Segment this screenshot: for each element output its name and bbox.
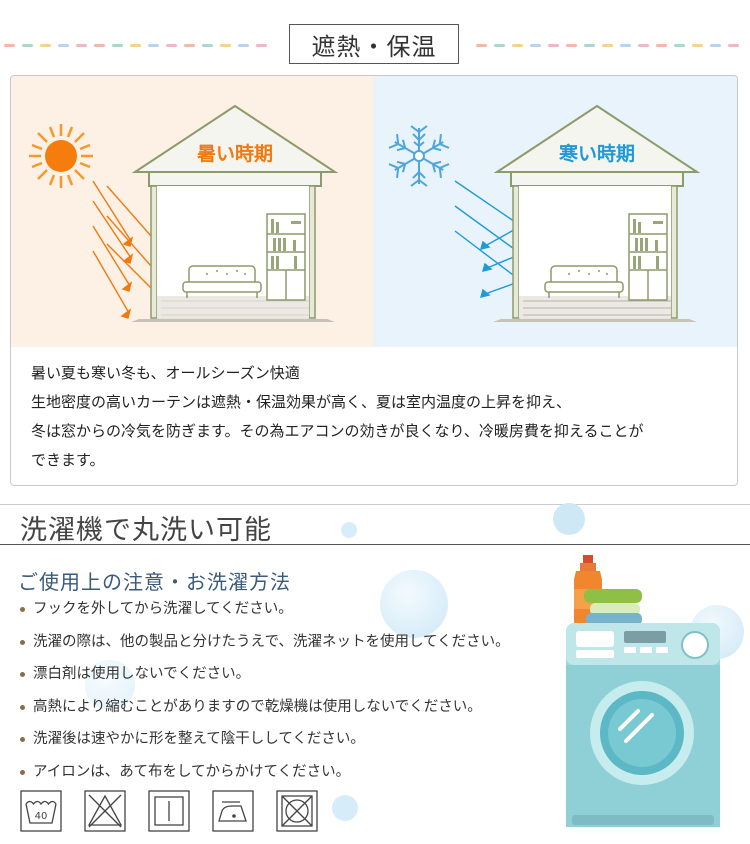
summer-panel: 暑い時期 [11,76,373,347]
washable-title: 洗濯機で丸洗い可能 [20,515,272,546]
snowflake-icon [388,125,450,187]
section-title: 遮熱・保温 [311,32,437,61]
bubble-decoration [380,570,448,638]
cold-arrows [454,180,522,298]
bullet-icon [20,704,25,710]
section-divider-top [0,504,750,505]
description-line: 冬は窓からの冷気を防ぎます。その為エアコンの効きが良くなり、冷暖房費を抑えること… [31,422,644,440]
no-bleach-icon [84,790,126,832]
winter-label: 寒い時期 [559,142,635,165]
svg-text:40: 40 [35,811,48,822]
description-line: 生地密度の高いカーテンは遮熱・保温効果が高く、夏は室内温度の上昇を抑え、 [31,393,572,411]
washing-machine-illustration [566,555,720,827]
bullet-icon [20,769,25,775]
care-instructions-list: フックを外してから洗濯してください。 洗濯の際は、他の製品と分けたうえで、洗濯ネ… [20,597,510,792]
section-title-box: 遮熱・保温 [289,24,459,64]
list-item: 洗濯後は速やかに形を整えて陰干ししてください。 [20,727,510,760]
bullet-icon [20,672,25,677]
summer-label: 暑い時期 [197,143,273,165]
heat-arrows [92,180,152,319]
section-divider [0,544,750,545]
bubble-decoration [553,503,585,535]
bubble-decoration [85,660,135,710]
list-item: 高熱により縮むことがありますので乾燥機は使用しないでください。 [20,695,510,728]
bullet-icon [20,639,25,645]
bubble-decoration [341,522,357,538]
winter-panel: 寒い時期 [373,76,737,347]
bullet-icon [20,737,25,742]
care-symbols: 40 [20,790,318,832]
no-tumble-dry-icon [276,790,318,832]
line-dry-shade-icon [148,790,190,832]
wash-40-icon: 40 [20,790,62,832]
description-line: できます。 [31,451,105,469]
iron-low-icon [212,790,254,832]
summer-house-illustration: 暑い時期 [29,104,339,322]
winter-house-illustration: 寒い時期 [388,104,701,322]
description-line: 暑い夏も寒い冬も、オールシーズン快適 [31,364,300,382]
decorative-dash-line [4,44,739,47]
card-description: 暑い夏も寒い冬も、オールシーズン快適 生地密度の高いカーテンは遮熱・保温効果が高… [31,359,643,475]
list-item: 洗濯の際は、他の製品と分けたうえで、洗濯ネットを使用してください。 [20,630,510,663]
bullet-icon [20,607,25,612]
list-item: アイロンは、あて布をしてからかけてください。 [20,760,510,793]
care-subtitle: ご使用上の注意・お洗濯方法 [18,570,291,594]
list-item: フックを外してから洗濯してください。 [20,597,510,630]
list-item: 漂白剤は使用しないでください。 [20,662,510,695]
sun-icon [29,124,93,188]
thermal-card: 暑い時期 [10,75,738,486]
bubble-decoration [332,795,358,821]
